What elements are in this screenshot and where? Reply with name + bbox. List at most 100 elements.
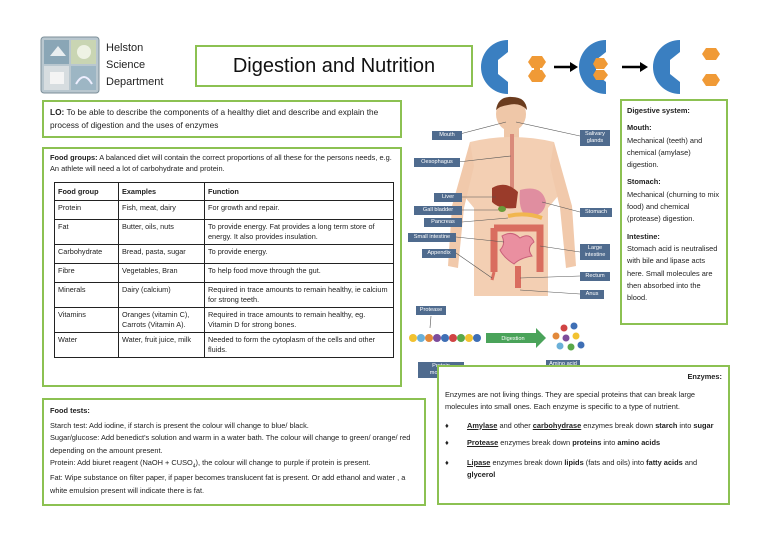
enzyme-icon	[480, 40, 508, 94]
examples-cell: Bread, pasta, sugar	[118, 244, 205, 264]
label-large-intestine: Large intestine	[580, 244, 610, 260]
protein-test-part-1: Protein: Add biuret reagent (NaOH + CUSO	[50, 457, 193, 467]
function-cell: To help food move through the gut.	[204, 263, 394, 283]
list-item: ♦ Amylase and other carbohydrase enzymes…	[445, 420, 722, 432]
enzyme-name: carbohydrase	[532, 420, 582, 430]
food-group-cell: Vitamins	[54, 307, 119, 333]
label-salivary-glands: Salivary glands	[580, 130, 610, 146]
examples-cell: Dairy (calcium)	[118, 282, 205, 308]
food-group-cell: Protein	[54, 200, 119, 220]
column-header: Food group	[54, 182, 119, 201]
digestive-heading: Digestive system:	[627, 106, 690, 115]
examples-cell: Fish, meat, dairy	[118, 200, 205, 220]
function-cell: For growth and repair.	[204, 200, 394, 220]
title-box: Digestion and Nutrition	[195, 45, 473, 87]
examples-cell: Vegetables, Bran	[118, 263, 205, 283]
digestive-system-diagram: Mouth Oesophagus Liver Gall bladder Panc…	[408, 96, 616, 306]
label-liver: Liver	[434, 193, 462, 202]
page-title: Digestion and Nutrition	[232, 54, 436, 77]
table-row: Protein Fish, meat, dairy For growth and…	[54, 200, 394, 220]
arrow-right-icon	[622, 62, 648, 72]
food-group-cell: Carbohydrate	[54, 244, 119, 264]
function-cell: Needed to form the cytoplasm of the cell…	[204, 332, 394, 358]
table-row: Fat Butter, oils, nuts To provide energy…	[54, 219, 394, 245]
enzyme-action-illustration	[480, 36, 740, 98]
school-logo	[40, 36, 100, 94]
label-appendix: Appendix	[422, 249, 456, 258]
list-item: ♦ Protease enzymes break down proteins i…	[445, 437, 722, 449]
substrate-name: lipids	[564, 458, 584, 468]
product-name: fatty acids	[646, 458, 683, 468]
product-name: glycerol	[467, 470, 496, 480]
enzyme-text: enzymes break down	[498, 437, 573, 447]
digestive-system-box: Digestive system: Mouth: Mechanical (tee…	[620, 99, 728, 325]
bullet-icon: ♦	[445, 458, 449, 468]
enzyme-text: and	[682, 458, 698, 468]
sugar-test-text: Sugar/glucose: Add benedict's solution a…	[50, 433, 411, 455]
fat-test-text: Fat: Wipe substance on filter paper, if …	[50, 473, 406, 495]
enzyme-text: enzymes break down	[581, 420, 656, 430]
lo-text: To be able to describe the components of…	[50, 107, 379, 130]
protein-test-text: Protein: Add biuret reagent (NaOH + CUSO…	[50, 457, 418, 473]
molecule-chain-graphic	[409, 315, 585, 351]
mouth-heading: Mouth:	[627, 123, 652, 133]
food-group-cell: Fibre	[54, 263, 119, 283]
enzyme-text: into	[677, 420, 694, 430]
enzyme-text: and other	[497, 420, 533, 430]
column-header: Examples	[118, 182, 205, 201]
label-mouth: Mouth	[432, 131, 462, 140]
label-anus: Anus	[580, 290, 604, 299]
digestion-arrow-icon	[486, 328, 546, 348]
intestine-text: Stomach acid is neutralised with bile an…	[627, 243, 718, 303]
arrow-right-icon	[554, 62, 578, 72]
stomach-text: Mechanical (churning to mix food) and ch…	[627, 189, 720, 224]
enzyme-name: Protease	[467, 437, 499, 447]
column-header: Function	[204, 182, 394, 201]
label-digestion: Digestion	[501, 336, 525, 342]
enzymes-intro: Enzymes are not living things. They are …	[445, 390, 696, 412]
food-groups-intro: Food groups: A balanced diet will contai…	[50, 153, 394, 174]
intestine-heading: Intestine:	[627, 231, 660, 241]
table-row: Fibre Vegetables, Bran To help food move…	[54, 263, 394, 283]
learning-objective-box: LO: To be able to describe the component…	[42, 100, 402, 138]
examples-cell: Oranges (vitamin C), Carrots (Vitamin A)…	[118, 307, 205, 333]
label-stomach: Stomach	[580, 208, 612, 217]
enzyme-substrate-complex-icon	[593, 58, 608, 80]
enzyme-text: (fats and oils) into	[583, 458, 647, 468]
substrate-name: proteins	[572, 437, 602, 447]
enzyme-name: Lipase	[467, 458, 491, 468]
bullet-icon: ♦	[445, 437, 449, 447]
substrate-icon	[528, 56, 546, 82]
label-small-intestine: Small intestine	[408, 233, 456, 242]
food-tests-label: Food tests:	[50, 406, 90, 415]
label-protease: Protease	[416, 306, 446, 315]
protein-digestion-illustration: Protease Digestion Pro	[406, 304, 616, 378]
table-row: Carbohydrate Bread, pasta, sugar To prov…	[54, 244, 394, 264]
enzyme-text: into	[601, 437, 618, 447]
dept-line-3: Department	[106, 76, 164, 88]
function-cell: Required in trace amounts to remain heal…	[204, 307, 394, 333]
table-row: Minerals Dairy (calcium) Required in tra…	[54, 282, 394, 308]
food-groups-text: A balanced diet will contain the correct…	[50, 153, 392, 173]
product-name: sugar	[693, 420, 714, 430]
department-name: Helston Science Department	[106, 40, 163, 91]
lo-label: LO:	[50, 107, 65, 117]
dept-line-1: Helston	[106, 42, 144, 54]
protein-molecule-icon	[409, 334, 481, 342]
enzymes-heading: Enzymes:	[687, 372, 722, 381]
amino-acids-icon	[552, 322, 585, 351]
table-header-row: Food group Examples Function	[54, 182, 394, 201]
food-groups-table: Food group Examples Function Protein Fis…	[54, 182, 394, 358]
protein-test-part-2: ), the colour will change to purple if p…	[195, 457, 371, 467]
mouth-text: Mechanical (teeth) and chemical (amylase…	[627, 135, 703, 170]
products-icon	[702, 48, 720, 86]
label-oesophagus: Oesophagus	[414, 158, 460, 167]
food-group-cell: Minerals	[54, 282, 119, 308]
stomach-heading: Stomach:	[627, 177, 661, 187]
enzyme-icon	[652, 40, 680, 94]
starch-test-text: Starch test: Add iodine, if starch is pr…	[50, 421, 309, 431]
substrate-name: starch	[655, 420, 678, 430]
list-item: ♦ Lipase enzymes break down lipids (fats…	[445, 457, 722, 481]
product-name: amino acids	[617, 437, 661, 447]
table-row: Water Water, fruit juice, milk Needed to…	[54, 332, 394, 358]
